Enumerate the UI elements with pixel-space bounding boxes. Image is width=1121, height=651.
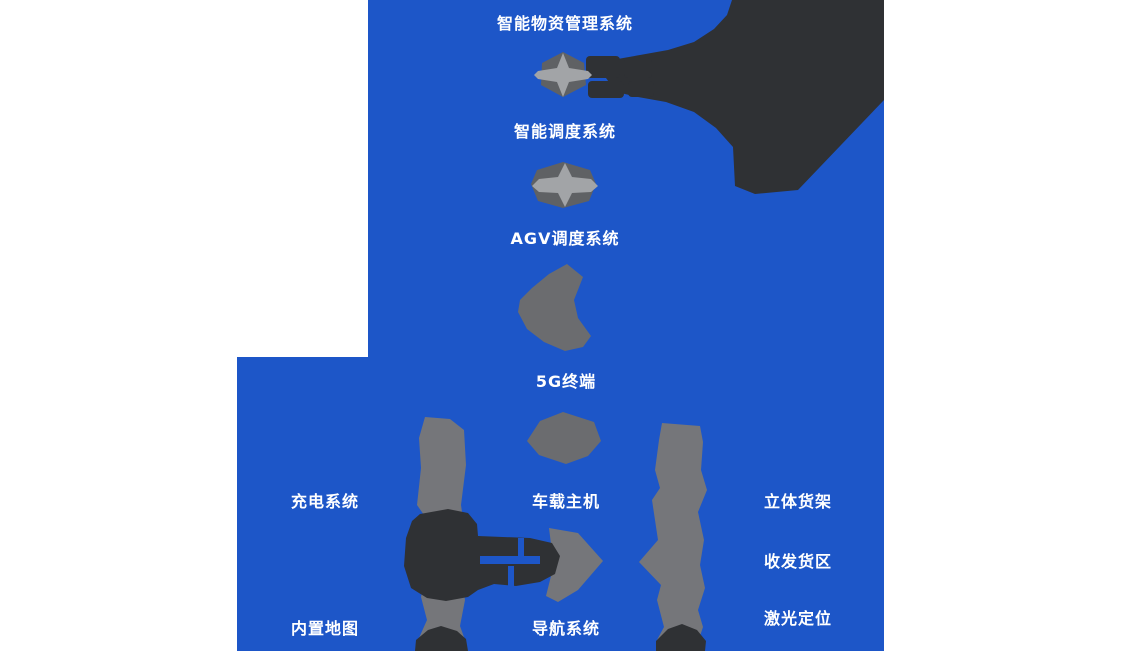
dark-silhouette-bottom <box>404 509 560 601</box>
dark-blob-bottom-left <box>415 626 468 651</box>
node-label-dock: 收发货区 <box>763 552 833 571</box>
node-label-shelf: 立体货架 <box>763 492 833 511</box>
right-connector-bar <box>639 423 707 651</box>
compass-star-icon-2 <box>532 163 598 207</box>
hexagon-blob-host <box>527 412 601 464</box>
dark-blob-bottom-right <box>656 624 706 651</box>
blue-gap-notches <box>480 538 540 588</box>
node-label-map: 内置地图 <box>290 619 360 638</box>
node-label-host: 车载主机 <box>531 492 601 511</box>
node-label-laser: 激光定位 <box>763 609 833 628</box>
dark-text-blobs-top <box>586 56 654 98</box>
node-label-nav: 导航系统 <box>531 619 601 638</box>
node-label-agv: AGV调度系统 <box>510 229 620 248</box>
node-label-charging: 充电系统 <box>290 492 360 511</box>
node-label-dispatch: 智能调度系统 <box>513 122 617 141</box>
node-label-wms: 智能物资管理系统 <box>496 14 634 33</box>
gray-blob-5g <box>518 264 591 351</box>
node-label-5g: 5G终端 <box>535 372 597 391</box>
dark-silhouette-top <box>606 0 884 194</box>
compass-star-icon-1 <box>534 53 592 97</box>
chevron-arrow-shape <box>543 528 603 602</box>
